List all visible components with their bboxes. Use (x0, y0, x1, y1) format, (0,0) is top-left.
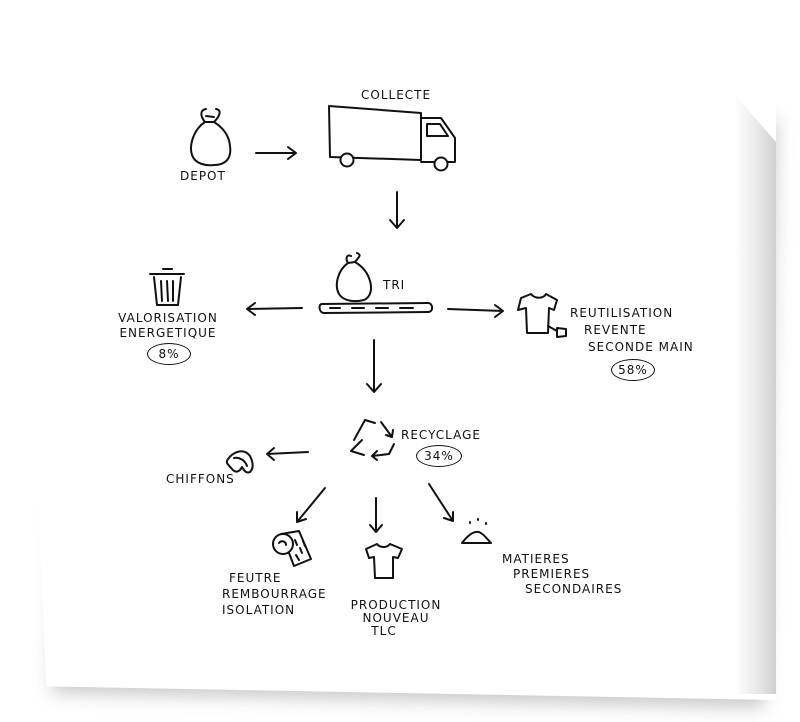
label-collecte: COLLECTE (361, 88, 432, 102)
rags-icon (225, 450, 254, 474)
sorting-conveyor-icon (318, 252, 434, 314)
arrow-tri-recyclage (366, 339, 382, 393)
arrow-recyclage-feutre (296, 487, 326, 523)
label-valorisation-2: ENERGETIQUE (119, 326, 217, 340)
badge-recyclage-pct: 34% (416, 445, 462, 467)
label-valorisation-1: VALORISATION (118, 311, 218, 325)
arrow-tri-reutilisation (447, 304, 504, 318)
label-production-2: NOUVEAU (362, 611, 430, 625)
label-production-3: TLC (371, 624, 397, 638)
label-reutilisation-3: SECONDE MAIN (588, 340, 694, 354)
label-feutre-3: ISOLATION (222, 603, 296, 617)
powder-pile-icon (461, 518, 492, 544)
arrow-recyclage-matieres (428, 483, 454, 522)
paper-curl (734, 94, 776, 694)
label-feutre-2: REMBOURRAGE (222, 587, 327, 601)
trash-bin-icon (149, 268, 185, 306)
label-reutilisation-2: REVENTE (584, 323, 647, 337)
arrow-depot-collecte (255, 146, 297, 160)
label-chiffons: CHIFFONS (166, 472, 235, 486)
truck-icon (328, 105, 456, 172)
label-recyclage: RECYCLAGE (401, 428, 481, 442)
trash-bag-icon (190, 108, 232, 167)
label-production-1: PRODUCTION (350, 598, 442, 612)
arrow-collecte-tri (389, 191, 405, 229)
arrow-recyclage-chiffons (266, 447, 309, 461)
paper-sheet (16, 18, 776, 700)
tshirt-tag-icon (517, 293, 567, 338)
badge-reutilisation-pct: 58% (611, 359, 655, 381)
label-matieres-2: PREMIERES (513, 567, 591, 581)
label-matieres-1: MATIERES (502, 552, 570, 566)
badge-valorisation-pct: 8% (147, 343, 191, 365)
tshirt-icon (365, 543, 403, 579)
arrow-tri-valorisation (246, 302, 303, 316)
label-depot: DEPOT (180, 169, 226, 183)
label-tri: TRI (383, 278, 406, 292)
arrow-recyclage-production (369, 497, 383, 533)
label-matieres-3: SECONDAIRES (525, 582, 623, 596)
felt-roll-icon (272, 530, 312, 567)
label-reutilisation-1: REUTILISATION (570, 306, 674, 320)
label-feutre-1: FEUTRE (229, 571, 282, 585)
recycle-icon (350, 419, 395, 461)
